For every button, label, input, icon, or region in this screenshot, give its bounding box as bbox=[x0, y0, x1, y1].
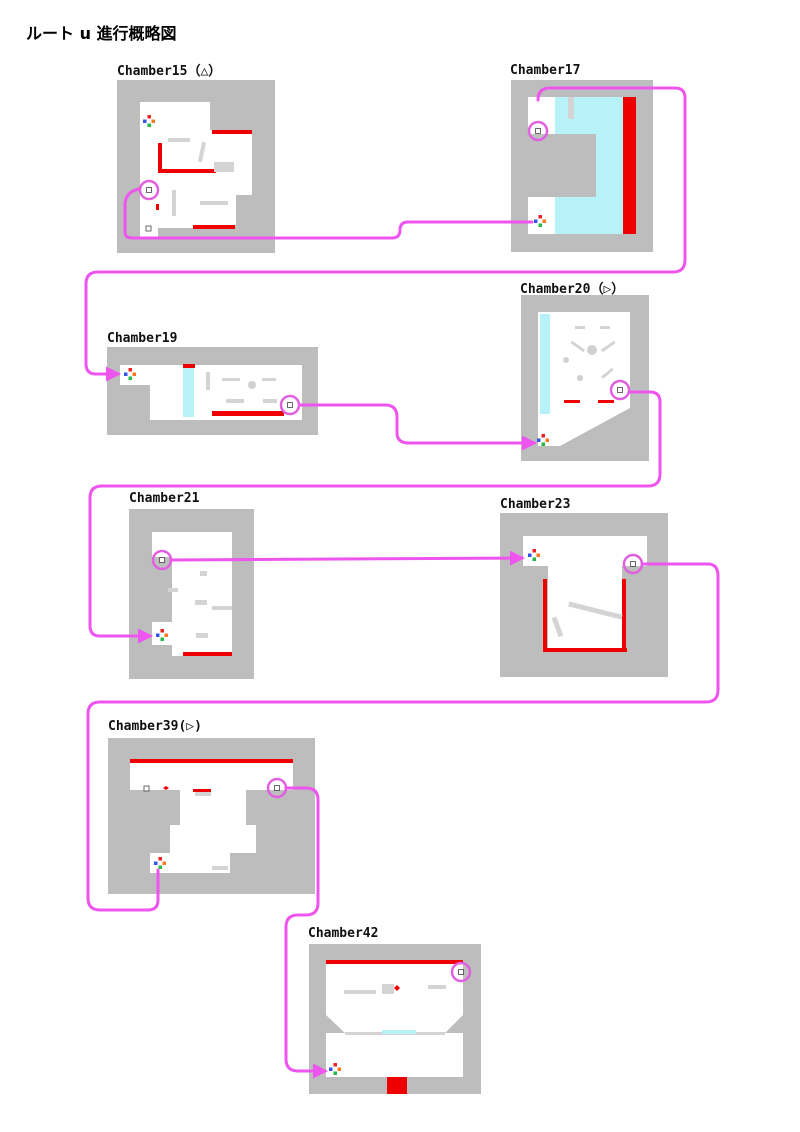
chamber-label-21: Chamber21 bbox=[129, 491, 200, 506]
chamber-label-19: Chamber19 bbox=[107, 331, 178, 346]
page-title: ルート u 進行概略図 bbox=[26, 24, 177, 43]
chamber-label-42: Chamber42 bbox=[308, 926, 379, 941]
chamber-20-map bbox=[521, 295, 649, 461]
chamber-label-23: Chamber23 bbox=[500, 497, 571, 512]
chamber-39-map bbox=[108, 738, 315, 894]
chamber-19-map bbox=[107, 347, 318, 435]
chamber-23-map bbox=[500, 513, 668, 677]
chamber-label-39: Chamber39(▷) bbox=[108, 719, 202, 734]
chamber-label-20: Chamber20（▷） bbox=[520, 282, 625, 297]
chamber-label-17: Chamber17 bbox=[510, 63, 581, 78]
chamber-label-15: Chamber15（△） bbox=[117, 64, 222, 79]
chamber-21-map bbox=[129, 509, 254, 679]
chamber-15-map bbox=[117, 80, 275, 253]
route-path bbox=[84, 86, 720, 1079]
chamber-42-map bbox=[309, 944, 481, 1094]
chamber-17-map bbox=[511, 80, 653, 252]
